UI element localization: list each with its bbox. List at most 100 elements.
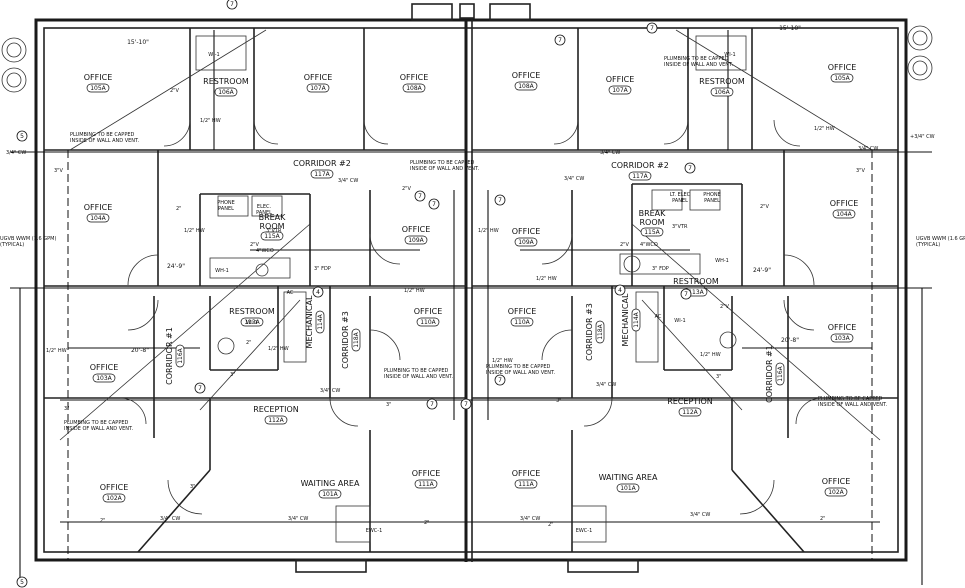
room-tag-box xyxy=(306,83,330,93)
pipe-label: 2"V xyxy=(250,242,259,248)
panel-name: PHONE xyxy=(703,192,721,198)
room-tag: 104A xyxy=(836,211,852,218)
dimension-label: 15'-10" xyxy=(779,25,801,32)
pipe-label: 3" xyxy=(716,374,721,380)
pipe-label: 3" xyxy=(386,402,391,408)
room-name: RESTROOM xyxy=(673,277,719,286)
pipe-label: 3"V xyxy=(856,168,865,174)
room-tag: 106A xyxy=(218,89,234,96)
pipe-label: 1/2" HW xyxy=(700,352,721,358)
pipe-label: 3" xyxy=(64,406,69,412)
dimension-label: 24'-9" xyxy=(167,263,185,270)
panel-name: PANEL xyxy=(218,206,234,212)
pipe-label: 3/4" CW xyxy=(600,150,620,156)
room-tag-box xyxy=(318,489,342,499)
keynote-bubble: 7 xyxy=(194,382,206,394)
room-tag: 103A xyxy=(834,335,850,342)
pipe-label: 2" xyxy=(246,340,251,346)
wwm-note-left: UGVB WWM (1.6 GPM)(TYPICAL) xyxy=(0,236,56,248)
note-line: INSIDE OF WALL AND VENT. xyxy=(818,402,887,408)
keynote-bubble: 7 xyxy=(494,194,506,206)
room-tag-box xyxy=(830,73,854,83)
room-name: OFFICE xyxy=(606,75,635,84)
note-line: INSIDE OF WALL AND VENT. xyxy=(486,370,555,376)
pipe-label: 3/4" CW xyxy=(6,150,26,156)
room-name: OFFICE xyxy=(412,469,441,478)
pipe-label: 3/4" CW xyxy=(320,388,340,394)
room-name: OFFICE xyxy=(402,225,431,234)
dimension-label: 20'-8" xyxy=(781,337,799,344)
room-name: OFFICE xyxy=(512,469,541,478)
pipe-label: 1/2" HW xyxy=(46,348,67,354)
room-name: CORRIDOR #3 xyxy=(341,311,350,369)
room-name: OFFICE xyxy=(84,203,113,212)
room-tag-box xyxy=(86,213,110,223)
pipe-label: 1/2" HW xyxy=(268,346,289,352)
keynote-bubble: 5 xyxy=(16,576,28,588)
pipe-label: 3" xyxy=(556,398,561,404)
keynote-bubble: 7 xyxy=(428,198,440,210)
pipe-label: 3"V xyxy=(54,168,63,174)
room-tag: 111A xyxy=(418,481,434,488)
keynote-number: 7 xyxy=(230,1,234,8)
keynote-number: 7 xyxy=(464,401,468,408)
room-name: RESTROOM xyxy=(699,77,745,86)
room-tag: 117A xyxy=(632,173,648,180)
room-tag-box xyxy=(631,308,641,332)
room-tag-box xyxy=(102,493,126,503)
keynote-bubble: 7 xyxy=(680,288,692,300)
room-tag-box xyxy=(640,227,664,237)
room-tag: 112A xyxy=(682,409,698,416)
room-tag: 116A xyxy=(177,347,184,363)
room-name: MECHANICAL xyxy=(621,293,630,346)
room-name: WAITING AREA xyxy=(301,479,360,488)
panel-name: PANEL xyxy=(256,210,272,216)
keynote-number: 4 xyxy=(618,287,622,294)
room-name: CORRIDOR #2 xyxy=(293,159,351,168)
pipe-label: 3/4" CW xyxy=(564,176,584,182)
keynote-number: 5 xyxy=(20,133,24,140)
keynote-number: 7 xyxy=(430,401,434,408)
room-name: OFFICE xyxy=(508,307,537,316)
keynote-bubble: 7 xyxy=(226,0,238,10)
room-name: CORRIDOR #1 xyxy=(765,345,774,403)
note-line: INSIDE OF WALL AND VENT. xyxy=(384,374,453,380)
fixtures xyxy=(195,35,747,543)
keynote-number: 7 xyxy=(418,193,422,200)
equipment-label: WH-1 xyxy=(715,258,729,264)
pipe-label: 3/4" CW xyxy=(160,516,180,522)
room-name: OFFICE xyxy=(830,199,859,208)
note-line: INSIDE OF WALL AND VENT. xyxy=(410,166,479,172)
room-tag: 108A xyxy=(406,85,422,92)
room-tag: 106A xyxy=(714,89,730,96)
pipe-label: 3" FDP xyxy=(314,266,331,272)
room-tag-box xyxy=(628,171,652,181)
room-name: OFFICE xyxy=(304,73,333,82)
room-tag: 102A xyxy=(106,495,122,502)
room-name: OFFICE xyxy=(90,363,119,372)
exterior-walls xyxy=(34,3,908,573)
pipe-label: 2"V xyxy=(402,186,411,192)
room-tag-box xyxy=(264,415,288,425)
room-label: OFFICE 111A xyxy=(412,469,441,489)
note-line: (TYPICAL) xyxy=(0,242,24,248)
note-line: PLUMBING TO BE CAPPED xyxy=(486,364,550,370)
room-tag: 115A xyxy=(264,233,280,240)
interior-walls-left xyxy=(44,28,466,553)
